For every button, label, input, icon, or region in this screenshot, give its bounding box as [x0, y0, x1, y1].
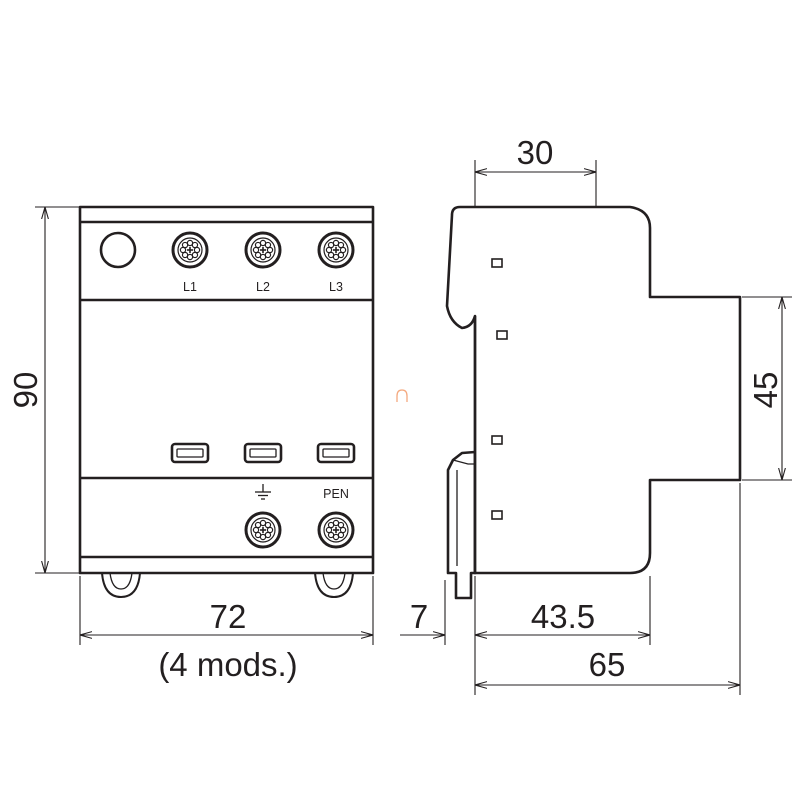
terminal-label-l1: L1 — [183, 280, 197, 294]
front-horizontal-label: 72 — [210, 598, 247, 635]
front-vertical-label: 90 — [7, 372, 44, 409]
side-clip-label: 7 — [410, 598, 428, 635]
side-step-dimension: 45 — [742, 296, 792, 481]
terminal-screw-l1 — [171, 231, 209, 269]
indicator-window-3 — [316, 442, 356, 464]
side-clip-dimension: 7 — [400, 580, 446, 645]
stray-arc-mark — [396, 389, 408, 402]
indicator-window-1 — [170, 442, 210, 464]
side-marker-2 — [496, 330, 508, 340]
side-step-label: 45 — [747, 372, 784, 409]
side-marker-1 — [491, 258, 503, 268]
side-body-dimension: 43.5 — [474, 576, 651, 695]
side-top-dimension: 30 — [474, 134, 597, 207]
module-body — [78, 205, 375, 575]
terminal-screw-l3 — [317, 231, 355, 269]
din-clip-left — [101, 572, 141, 599]
terminal-label-l3: L3 — [329, 280, 343, 294]
side-view — [445, 205, 742, 600]
terminal-screw-earth — [244, 511, 282, 549]
front-horizontal-dimension: 72 (4 mods.) — [79, 576, 374, 683]
terminal-label-l2: L2 — [256, 280, 270, 294]
front-view: L1 L2 L3 PEN — [78, 205, 375, 599]
terminal-screw-pen — [317, 511, 355, 549]
front-vertical-dimension: 90 — [7, 206, 80, 574]
din-clip-right — [314, 572, 354, 599]
side-marker-4 — [491, 510, 503, 520]
terminal-screw-l2 — [244, 231, 282, 269]
side-rail-clip — [446, 450, 477, 600]
side-overall-dimension: 65 — [475, 483, 741, 695]
side-overall-label: 65 — [589, 646, 626, 683]
module-note-label: (4 mods.) — [158, 646, 297, 683]
indicator-window-2 — [243, 442, 283, 464]
status-lamp — [99, 231, 137, 269]
side-top-label: 30 — [517, 134, 554, 171]
ground-icon — [255, 484, 271, 500]
side-marker-3 — [491, 435, 503, 445]
side-body-label: 43.5 — [531, 598, 595, 635]
pen-label: PEN — [323, 487, 349, 501]
